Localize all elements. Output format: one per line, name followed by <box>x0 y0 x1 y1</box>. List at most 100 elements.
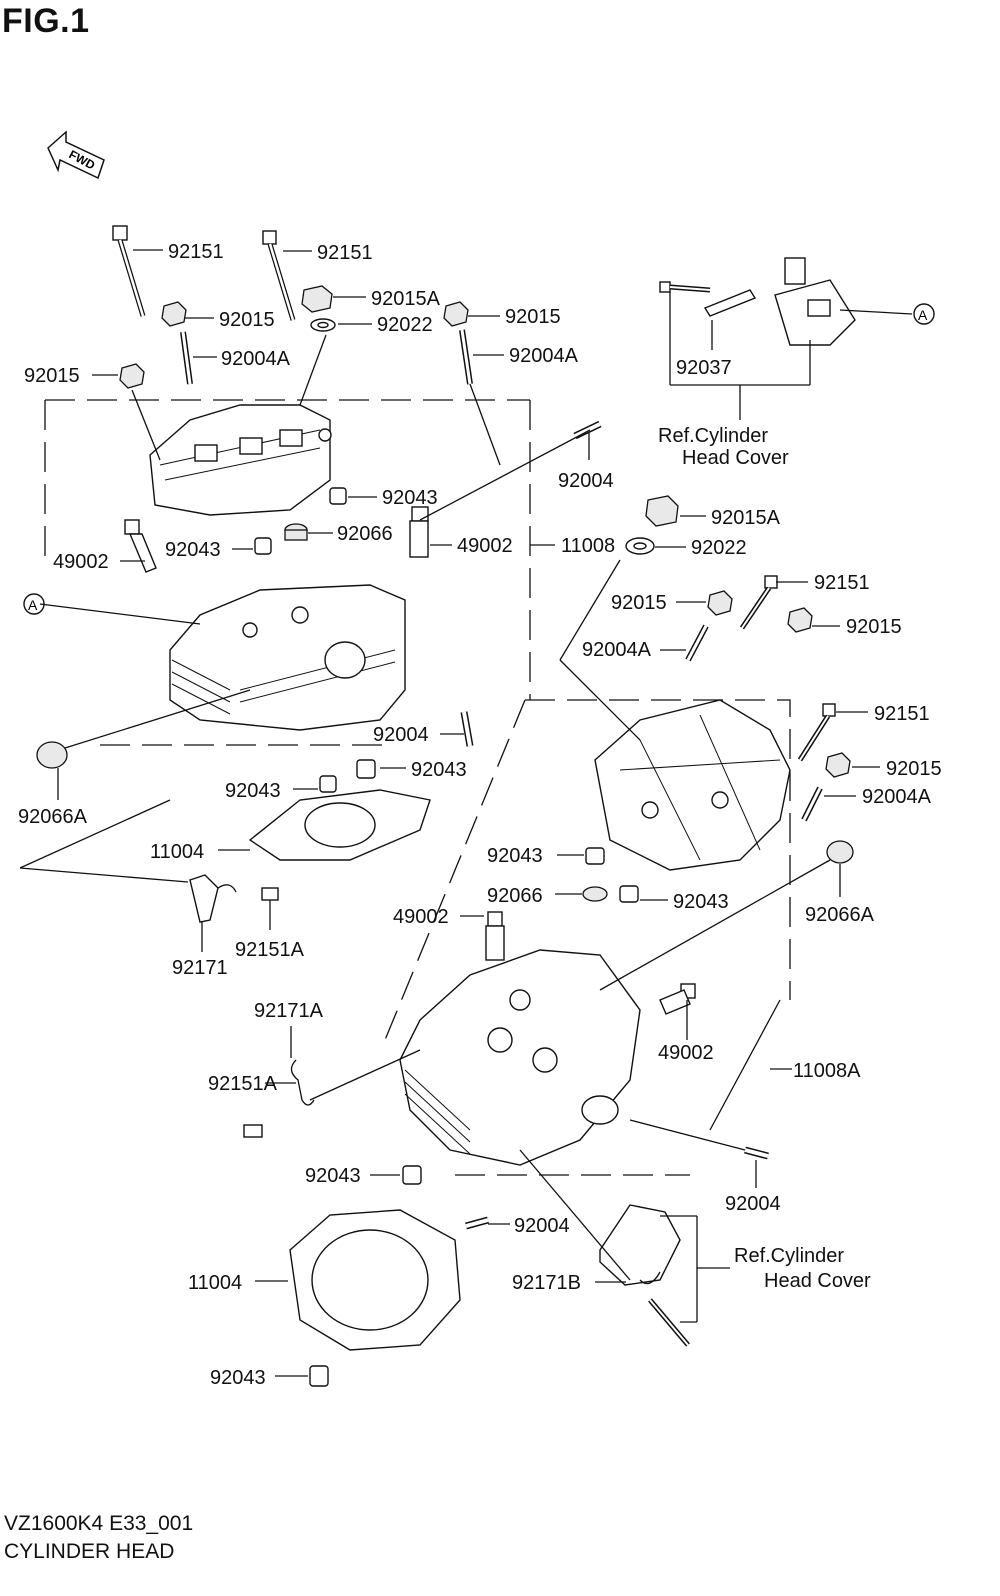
label-l40: 92066A <box>805 904 875 926</box>
label-l35: 92171 <box>172 957 228 979</box>
breather-cover <box>774 257 856 346</box>
nut-92015-d <box>707 590 733 616</box>
bolt-92037 <box>659 281 757 317</box>
footer-diagram-name: CYLINDER HEAD <box>4 1540 175 1563</box>
label-l03: 92015A <box>371 288 441 310</box>
label-l11: 92066 <box>337 523 393 545</box>
label-l18: 92004 <box>558 470 614 492</box>
label-l07: 92004A <box>221 348 291 370</box>
label-l47: 92004 <box>514 1215 570 1237</box>
bolt-92151-left <box>112 225 146 317</box>
front-head-cover <box>594 699 791 871</box>
label-l39: 49002 <box>393 906 449 928</box>
dowel-92043-f4 <box>309 1365 329 1387</box>
dowel-92043-f3 <box>402 1165 422 1185</box>
dowel-92043-r2 <box>254 537 272 555</box>
ref-marker-top: A <box>913 303 935 325</box>
bracket-92171a <box>290 1059 315 1106</box>
label-l12: 49002 <box>53 551 109 573</box>
washer-92022-top <box>310 318 336 332</box>
label-l09: 92015 <box>24 365 80 387</box>
plug-92066-f <box>582 886 608 902</box>
label-l02: 92151 <box>317 242 373 264</box>
label-l43: 92151A <box>208 1073 278 1095</box>
stud-92004a-r1 <box>685 624 709 662</box>
label-l20: Ref.Cylinder <box>658 425 768 447</box>
label-l48: Ref.Cylinder <box>734 1245 844 1267</box>
label-l15: 11008 <box>561 535 615 557</box>
nut-92015-a <box>161 301 187 327</box>
nut-92015a-right <box>645 495 679 527</box>
label-l04: 92015 <box>219 309 275 331</box>
stud-92004-f1 <box>744 1146 769 1160</box>
guide-49002-f1 <box>485 911 505 961</box>
dowel-92043-f1 <box>585 847 605 865</box>
bolt-92151-right2 <box>797 703 836 762</box>
bolt-92151a-f <box>243 1124 263 1138</box>
label-l44: 11008A <box>793 1060 861 1082</box>
svg-text:A: A <box>28 597 38 613</box>
label-l26: 92151 <box>874 703 930 725</box>
guide-49002-r1 <box>124 519 157 573</box>
label-l21: Head Cover <box>682 447 789 469</box>
label-l13: 92043 <box>165 539 221 561</box>
bracket-92171 <box>189 874 237 923</box>
label-l38: 92043 <box>673 891 729 913</box>
part-labels: 92151 92151 92015A 92015 92022 92015 920… <box>18 241 942 1389</box>
label-l32: 92066A <box>18 806 88 828</box>
label-l36: 92043 <box>487 845 543 867</box>
stud-92004a-right <box>459 329 473 385</box>
bracket-92171b <box>599 1204 690 1347</box>
stud-92004-mid <box>460 711 474 747</box>
nut-92015-c <box>119 363 145 389</box>
label-l45: 92043 <box>305 1165 361 1187</box>
stud-92004a-left <box>180 331 193 385</box>
figure-title: FIG.1 <box>2 2 90 40</box>
label-l16: 92022 <box>691 537 747 559</box>
label-l28: 92004A <box>862 786 932 808</box>
label-l42: 49002 <box>658 1042 714 1064</box>
rear-cylinder-head <box>169 584 406 731</box>
svg-text:A: A <box>918 307 928 323</box>
bolt-92151a-r <box>261 887 279 901</box>
gasket-11004-r <box>248 789 431 861</box>
guide-49002-f2 <box>659 983 696 1015</box>
label-l33: 11004 <box>150 841 204 863</box>
plug-92066a-f <box>826 840 854 864</box>
label-l50: 92171B <box>512 1272 581 1294</box>
label-l24: 92015 <box>846 616 902 638</box>
label-l17: 92015A <box>711 507 781 529</box>
dowel-92043-r1 <box>329 487 347 505</box>
label-l31: 92043 <box>225 780 281 802</box>
nut-92015a-top <box>301 285 333 313</box>
label-l34: 92151A <box>235 939 305 961</box>
gasket-11004-f <box>289 1209 461 1351</box>
stud-92004-f2 <box>465 1216 489 1230</box>
label-l14: 49002 <box>457 535 513 557</box>
label-l22: 92151 <box>814 572 870 594</box>
plug-92066-r <box>284 523 308 541</box>
dowel-92043-r3 <box>356 759 376 779</box>
label-l52: 92043 <box>210 1367 266 1389</box>
label-l27: 92015 <box>886 758 942 780</box>
dowel-92043-f2 <box>619 885 639 903</box>
label-l37: 92066 <box>487 885 543 907</box>
bolt-92151-center <box>262 230 296 321</box>
label-l49: Head Cover <box>764 1270 871 1292</box>
label-l29: 92004 <box>373 724 429 746</box>
label-l01: 92151 <box>168 241 224 263</box>
nut-92015-b <box>443 301 469 327</box>
nut-92015-f <box>825 752 851 778</box>
front-cylinder-head <box>399 949 641 1166</box>
dowel-92043-r4 <box>319 775 337 793</box>
label-l08: 92004A <box>509 345 579 367</box>
nut-92015-e <box>787 607 813 633</box>
label-l06: 92015 <box>505 306 561 328</box>
plug-92066a-r <box>36 741 68 769</box>
fwd-arrow-icon: FWD <box>47 130 105 180</box>
rear-head-cover <box>149 404 332 516</box>
stud-92004a-r2 <box>801 786 823 822</box>
stud-92004-upper <box>573 420 602 440</box>
label-l41: 92171A <box>254 1000 324 1022</box>
